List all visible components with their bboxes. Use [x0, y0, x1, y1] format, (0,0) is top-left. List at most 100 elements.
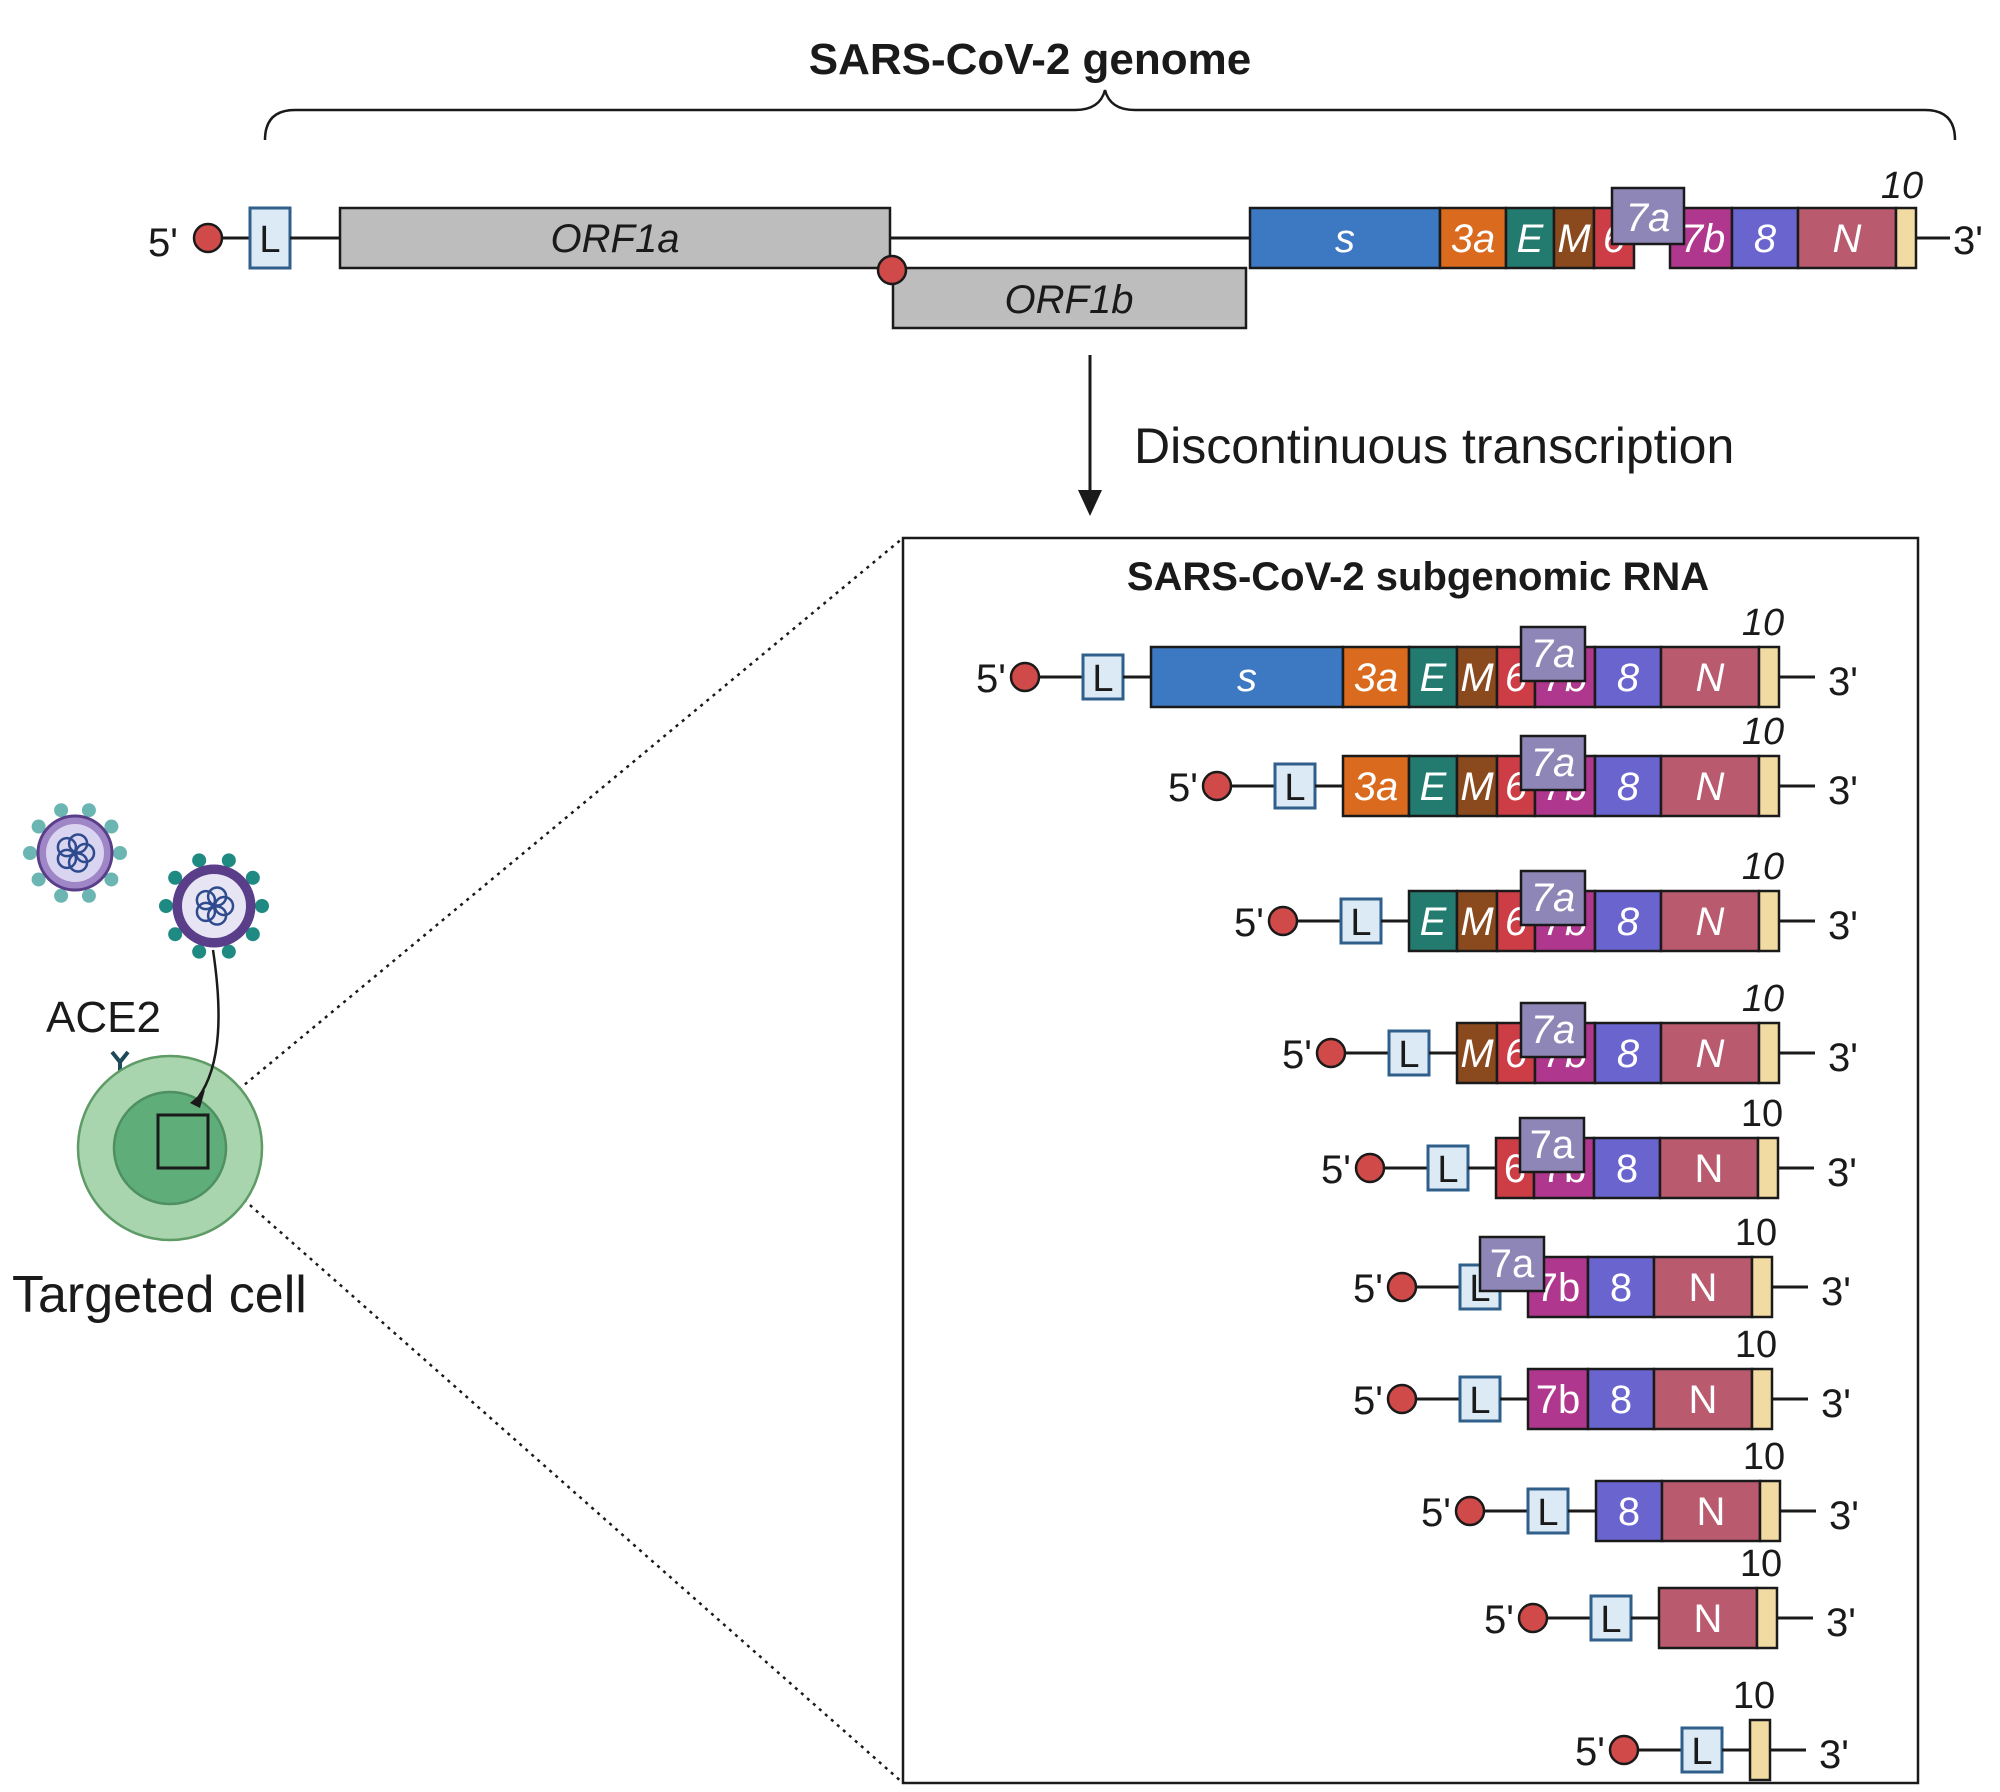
genome-row: 5' L ORF1a ORF1b s 3a E M 6 7b 7a 8 N 10…	[148, 165, 1983, 330]
three-prime-label: 3'	[1828, 769, 1858, 813]
gene-label-7b: 7b	[1536, 1378, 1581, 1422]
gene-7a	[1478, 1235, 1546, 1293]
genome-gene-7a	[1610, 186, 1686, 246]
gene-label-n: N	[1689, 1378, 1718, 1422]
gene-label-e: E	[1420, 656, 1448, 700]
gene-8	[1586, 1367, 1656, 1431]
subgenomic-row: 5'LM67b8N7a103'	[1282, 978, 1858, 1085]
subgenomic-title: SARS-CoV-2 subgenomic RNA	[1127, 555, 1709, 599]
genome-ten-label: 10	[1881, 165, 1923, 207]
virus-icon	[23, 803, 127, 903]
leader-label: L	[1398, 1034, 1419, 1076]
three-prime-label: 3'	[1829, 1494, 1859, 1538]
five-prime-label: 5'	[976, 657, 1006, 701]
gene-label-n: N	[1696, 1032, 1725, 1076]
gene-label-8: 8	[1610, 1266, 1632, 1310]
gene-label-n: N	[1696, 765, 1725, 809]
gene-10	[1757, 645, 1781, 709]
gene-label-n: N	[1694, 1597, 1723, 1641]
gene-label-3a: 3a	[1354, 656, 1399, 700]
genome-gene-10	[1894, 206, 1918, 270]
genome-gene-n	[1796, 206, 1898, 270]
subgenomic-panel	[901, 536, 1920, 1785]
gene-label-8: 8	[1618, 1490, 1640, 1534]
gene-e	[1407, 754, 1459, 818]
three-prime-label: 3'	[1828, 660, 1858, 704]
genome-cap	[192, 222, 224, 254]
gene-10	[1757, 1021, 1781, 1085]
leader-label: L	[1437, 1149, 1458, 1191]
gene-label-e: E	[1420, 900, 1448, 944]
gene-8	[1594, 1479, 1664, 1543]
three-prime-label: 3'	[1821, 1382, 1851, 1426]
five-prime-label: 5'	[1353, 1379, 1383, 1423]
gene-10	[1757, 754, 1781, 818]
genome-orf1a	[338, 206, 892, 270]
cap-circle	[1009, 661, 1041, 693]
subgenomic-row: 5'L7b8N7a103'	[1353, 1212, 1851, 1319]
leader-label: L	[1600, 1599, 1621, 1641]
gene-10	[1748, 1718, 1772, 1782]
gene-n	[1659, 1021, 1761, 1085]
genome-orf1b	[891, 266, 1248, 330]
gene-label-8: 8	[1617, 656, 1640, 700]
cap-circle	[1315, 1037, 1347, 1069]
three-prime-label: 3'	[1828, 904, 1858, 948]
leader-label: L	[1469, 1380, 1490, 1422]
gene-label-10: 10	[1742, 711, 1784, 753]
gene-label-e: E	[1420, 765, 1448, 809]
subgenomic-row: 5'Ls3aEM67b8N7a103'	[976, 602, 1858, 709]
gene-8	[1593, 889, 1663, 953]
three-prime-label: 3'	[1819, 1733, 1849, 1777]
cap-circle	[1517, 1602, 1549, 1634]
genome-gene-3a	[1438, 206, 1508, 270]
svg-text:8: 8	[1754, 217, 1777, 261]
gene-label-7a: 7a	[1490, 1242, 1535, 1286]
gene-label-8: 8	[1616, 1147, 1638, 1191]
gene-10	[1750, 1367, 1774, 1431]
zoom-line-top	[207, 537, 904, 1116]
svg-text:3a: 3a	[1451, 217, 1496, 261]
leader-label: L	[1092, 658, 1113, 700]
gene-3a	[1341, 754, 1411, 818]
cap-circle	[1454, 1495, 1486, 1527]
gene-m	[1455, 1021, 1499, 1085]
svg-text:ORF1a: ORF1a	[551, 217, 680, 261]
leader-label: L	[1350, 902, 1371, 944]
subgenomic-row: 5' L 7b 8 N 10 3'	[1353, 1324, 1851, 1431]
gene-label-8: 8	[1610, 1378, 1632, 1422]
leader-box	[1273, 762, 1317, 810]
zoom-line-bottom	[207, 1167, 904, 1784]
subgenomic-row: 5'L3aEM67b8N7a103'	[1168, 711, 1858, 818]
gene-label-n: N	[1689, 1266, 1718, 1310]
genome-brace	[263, 89, 1957, 141]
gene-n	[1652, 1255, 1754, 1319]
leader-label: L	[1537, 1492, 1558, 1534]
gene-n	[1659, 754, 1761, 818]
gene-m	[1455, 645, 1499, 709]
gene-label-8: 8	[1617, 900, 1640, 944]
gene-s	[1149, 645, 1345, 709]
process-label: Discontinuous transcription	[1134, 418, 1734, 474]
gene-7a	[1519, 1001, 1587, 1059]
leader-label: L	[1284, 767, 1305, 809]
targeted-cell-nucleus	[112, 1090, 228, 1206]
gene-n	[1659, 645, 1761, 709]
genome-gene-8	[1730, 206, 1800, 270]
svg-text:E: E	[1517, 217, 1545, 261]
five-prime-label: 5'	[1575, 1730, 1605, 1774]
subgenomic-row: 5'LEM67b8N7a103'	[1234, 846, 1858, 953]
gene-label-10: 10	[1735, 1324, 1777, 1366]
gene-label-10: 10	[1742, 846, 1784, 888]
gene-label-n: N	[1697, 1490, 1726, 1534]
gene-7a	[1518, 1116, 1586, 1174]
gene-8	[1593, 1021, 1663, 1085]
ace2-label: ACE2	[46, 993, 161, 1042]
gene-label-7a: 7a	[1531, 632, 1576, 676]
gene-label-7a: 7a	[1531, 1008, 1576, 1052]
gene-e	[1407, 889, 1459, 953]
